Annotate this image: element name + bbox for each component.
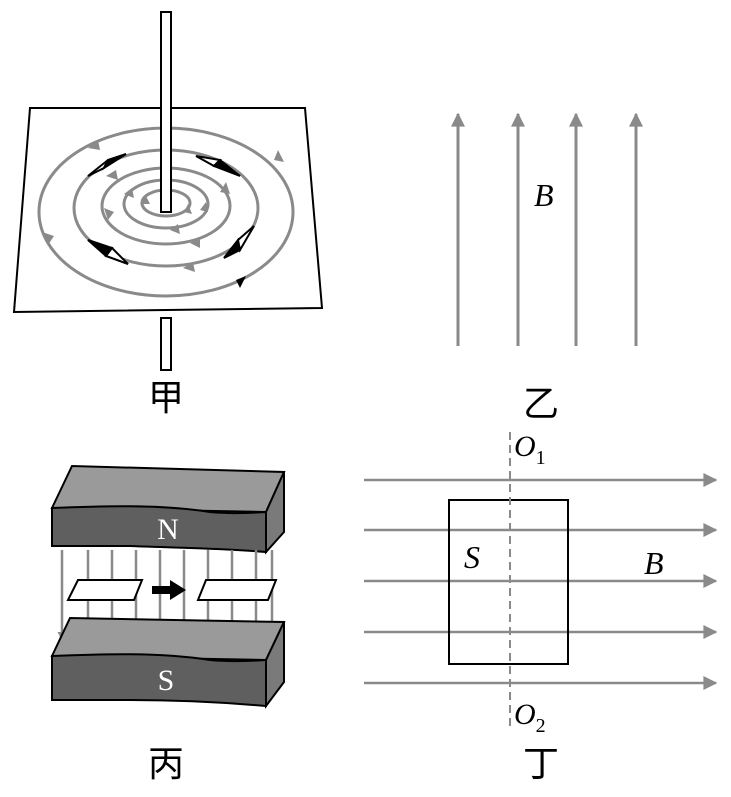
compass-needle-bottom-right (223, 225, 255, 259)
field-lines-vertical (451, 112, 643, 346)
compass-needle-bottom-left (87, 239, 129, 265)
compass-needle-top-right (195, 155, 241, 177)
caption-jia: 甲 (148, 378, 184, 419)
magnet-south (50, 616, 286, 709)
field-label-b: B (534, 177, 554, 213)
axis-label-bottom: O2 (514, 698, 546, 737)
wire-upper (160, 11, 172, 213)
motion-arrow (152, 580, 186, 600)
caption-yi: 乙 (523, 384, 559, 425)
figure-jia: 甲 (12, 11, 324, 419)
field-label-b-ding: B (644, 545, 664, 581)
compass-needles (87, 153, 255, 265)
coil-loop (448, 499, 569, 665)
area-label-s: S (464, 539, 480, 575)
loop-left (66, 579, 144, 601)
circle-arrowheads (42, 140, 284, 288)
compass-needle-top-left (87, 153, 127, 177)
figure-ding: O1 O2 S B 丁 (364, 430, 718, 785)
caption-ding: 丁 (523, 744, 559, 785)
label-north: N (157, 513, 179, 546)
wire-lower (160, 317, 172, 371)
field-lines-horizontal (364, 473, 718, 690)
label-south: S (158, 664, 175, 697)
loop-right (196, 579, 278, 601)
caption-bing: 丙 (148, 744, 184, 785)
figure-bing: N S 丙 (50, 464, 286, 785)
magnet-north (50, 464, 286, 555)
axis-label-top: O1 (514, 430, 546, 469)
figure-yi: B 乙 (451, 112, 643, 425)
